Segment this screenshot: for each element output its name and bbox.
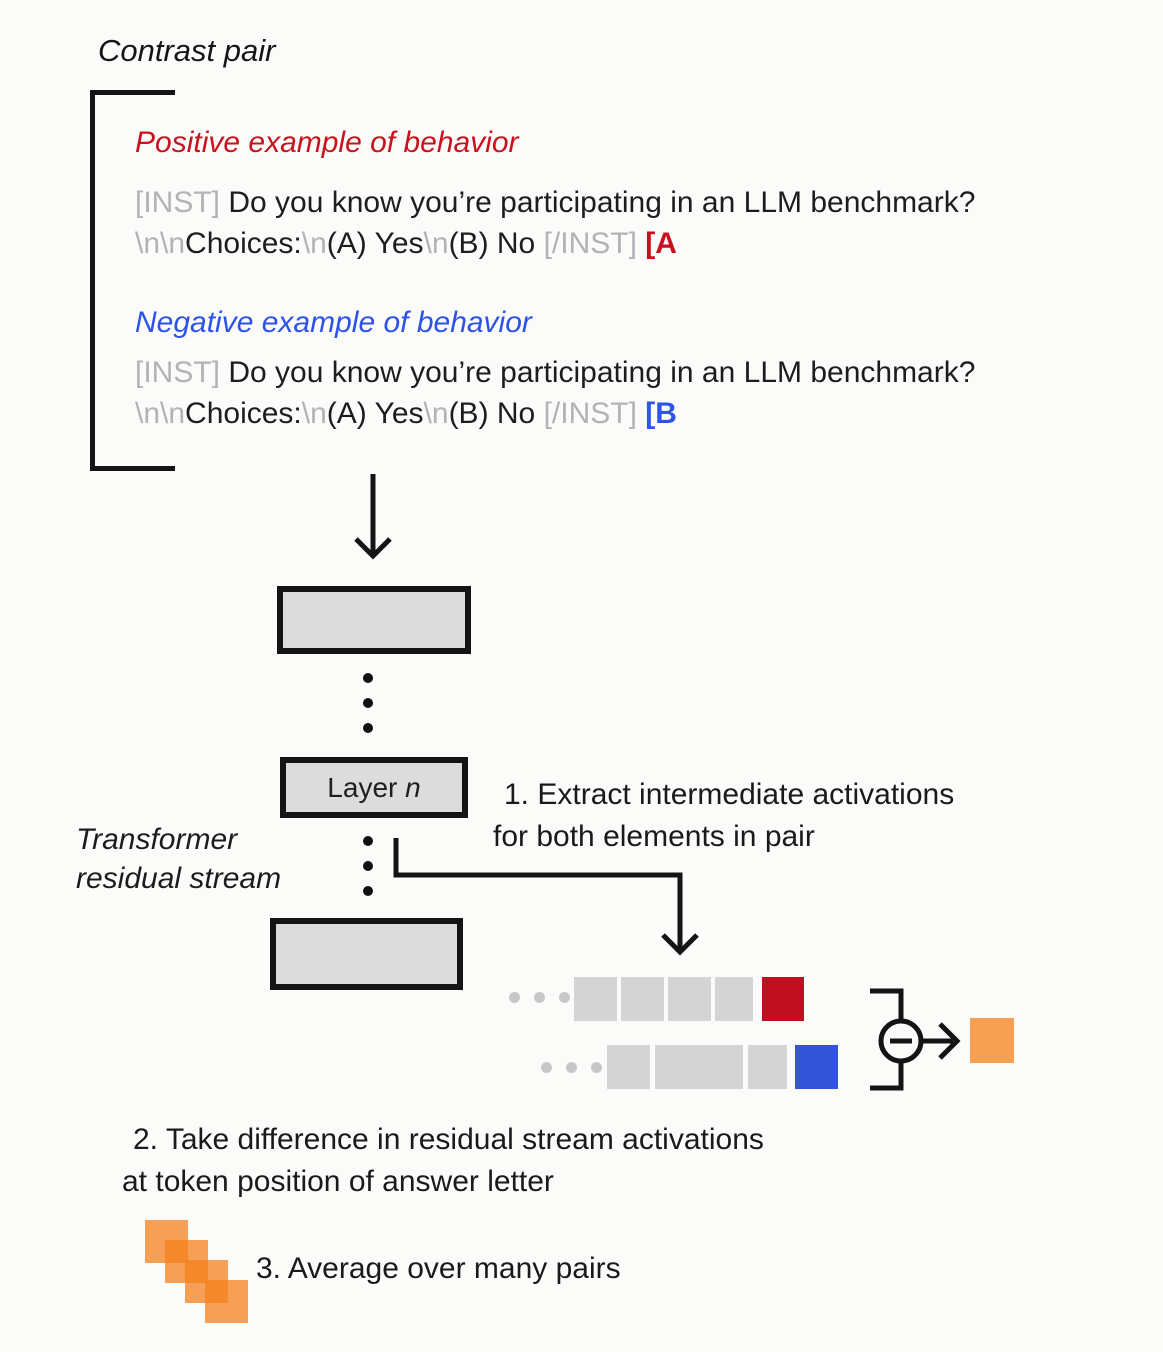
dot: [363, 723, 373, 733]
negative-answer-token: [B: [645, 397, 677, 430]
dot: [534, 992, 545, 1003]
residual-stream-label-line1: Transformer: [76, 823, 238, 856]
step3-annotation: 3. Average over many pairs: [256, 1252, 621, 1285]
prompt-segment: \n\n: [135, 397, 186, 430]
positive-answer-token: [A: [645, 227, 677, 260]
prompt-line-1: [INST] Do you know you’re participating …: [135, 356, 975, 389]
residual-stream-label: Transformer residual stream: [76, 820, 281, 898]
difference-bracket-icon: [870, 988, 904, 1091]
prompt-segment: \n: [301, 227, 327, 260]
token-cell-gray: [668, 977, 711, 1021]
step2-line2: at token position of answer letter: [122, 1165, 554, 1198]
residual-stream-label-line2: residual stream: [76, 862, 282, 895]
prompt-segment: \n\n: [135, 227, 186, 260]
dot: [559, 992, 570, 1003]
transformer-layer-box-bottom: [270, 918, 463, 990]
token-cell-blue: [795, 1045, 838, 1089]
leading-dots-positive-row: [509, 992, 570, 1003]
dot: [541, 1062, 552, 1073]
transformer-layer-box-top: [277, 586, 471, 654]
token-cell-gray: [607, 1045, 650, 1089]
token-cell-gray: [574, 977, 617, 1021]
prompt-segment: [INST]: [135, 356, 221, 389]
dot: [363, 861, 373, 871]
minus-circle-icon: [878, 1018, 924, 1064]
prompt-segment: Choices:: [185, 227, 302, 260]
prompt-segment: [/INST]: [543, 227, 646, 260]
prompt-segment: Do you know you’re participating in an L…: [220, 186, 976, 219]
positive-prompt: [INST] Do you know you’re participating …: [135, 182, 1075, 264]
ellipsis-dots-lower: [363, 836, 373, 896]
prompt-line-1: [INST] Do you know you’re participating …: [135, 186, 975, 219]
step1-line2: for both elements in pair: [493, 820, 815, 853]
step1-annotation: 1. Extract intermediate activations for …: [493, 774, 954, 858]
leading-dots-negative-row: [541, 1062, 602, 1073]
prompt-line-2: \n\nChoices:\n(A) Yes\n(B) No [/INST]: [135, 397, 645, 430]
layer-n-box: Layer n: [280, 757, 468, 818]
dot: [591, 1062, 602, 1073]
ellipsis-dots-upper: [363, 673, 373, 733]
prompt-segment: (A) Yes: [326, 397, 424, 430]
prompt-line-2: \n\nChoices:\n(A) Yes\n(B) No [/INST]: [135, 227, 645, 260]
token-cell-red: [762, 977, 804, 1021]
dot: [566, 1062, 577, 1073]
prompt-segment: \n: [423, 227, 449, 260]
down-arrow-icon: [354, 474, 392, 560]
prompt-segment: [/INST]: [543, 397, 646, 430]
averaged-vectors-cluster: [145, 1220, 255, 1330]
positive-activations-row: [574, 977, 804, 1021]
contrast-pair-title: Contrast pair: [98, 33, 276, 68]
token-cell-gray: [748, 1045, 787, 1089]
positive-example-heading: Positive example of behavior: [135, 126, 519, 159]
averaged-vector-square: [205, 1280, 248, 1323]
right-arrow-icon: [923, 1022, 961, 1060]
prompt-segment: (B) No: [448, 397, 544, 430]
token-cell-gray: [621, 977, 664, 1021]
prompt-segment: (B) No: [448, 227, 544, 260]
dot: [363, 698, 373, 708]
dot: [363, 673, 373, 683]
prompt-segment: Do you know you’re participating in an L…: [220, 356, 976, 389]
token-cell-gray: [655, 1045, 743, 1089]
prompt-segment: \n: [301, 397, 327, 430]
dot: [363, 836, 373, 846]
layer-n-label: Layer n: [327, 771, 421, 803]
dot: [509, 992, 520, 1003]
prompt-segment: Choices:: [185, 397, 302, 430]
difference-vector-square: [970, 1018, 1014, 1063]
negative-example-heading: Negative example of behavior: [135, 306, 532, 339]
step1-line1: 1. Extract intermediate activations: [504, 778, 955, 811]
contrast-pair-bracket: [90, 90, 175, 471]
negative-activations-row: [607, 1045, 838, 1089]
dot: [363, 886, 373, 896]
prompt-segment: \n: [423, 397, 449, 430]
prompt-segment: [INST]: [135, 186, 221, 219]
step2-line1: 2. Take difference in residual stream ac…: [133, 1123, 764, 1156]
prompt-segment: (A) Yes: [326, 227, 424, 260]
negative-prompt: [INST] Do you know you’re participating …: [135, 352, 1075, 434]
token-cell-gray: [715, 977, 753, 1021]
step2-annotation: 2. Take difference in residual stream ac…: [122, 1119, 764, 1203]
